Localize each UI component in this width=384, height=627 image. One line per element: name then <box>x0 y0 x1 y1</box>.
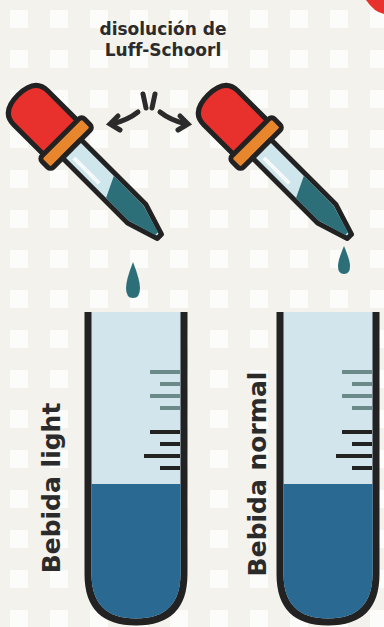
sample-label: Bebida light <box>36 403 67 574</box>
sample-label: Bebida normal <box>242 372 273 577</box>
reagent-label: disolución de Luff-Schoorl <box>78 19 248 62</box>
